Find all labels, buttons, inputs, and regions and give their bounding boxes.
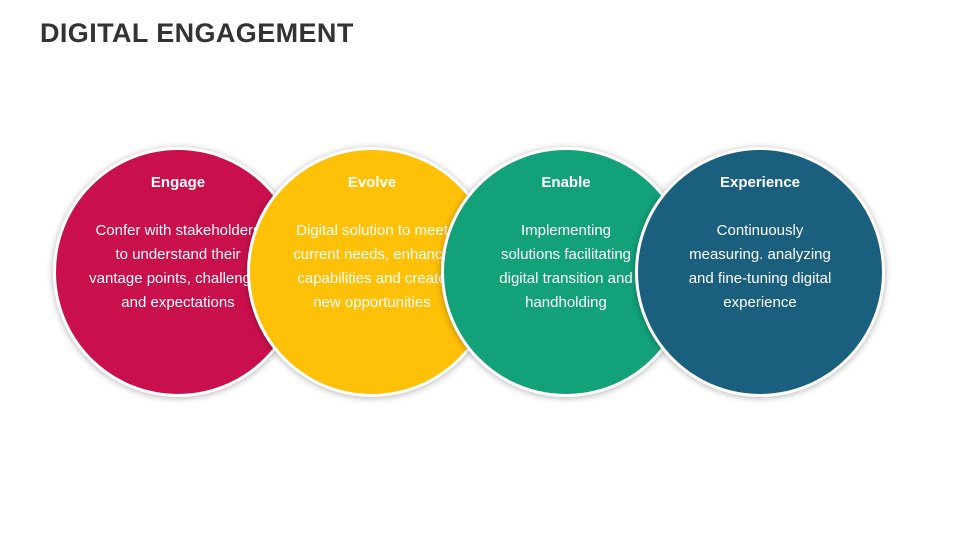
circle-experience: Experience Continuously measuring. analy…: [635, 147, 885, 397]
circle-enable-text: Implementing solutions facilitating digi…: [499, 222, 633, 311]
circle-experience-text: Continuously measuring. analyzing and fi…: [688, 222, 832, 311]
slide-title: DIGITAL ENGAGEMENT: [40, 18, 354, 48]
circle-evolve: Evolve Digital solution to meet current …: [247, 147, 497, 397]
circle-enable-label: Enable: [541, 174, 591, 191]
circle-evolve-label: Evolve: [347, 174, 397, 191]
circle-experience-label: Experience: [719, 174, 801, 191]
circle-engage-label: Engage: [150, 174, 206, 191]
circle-evolve-text: Digital solution to meet current needs, …: [293, 222, 451, 311]
circle-engage-text: Confer with stakeholders to understand t…: [89, 222, 267, 311]
